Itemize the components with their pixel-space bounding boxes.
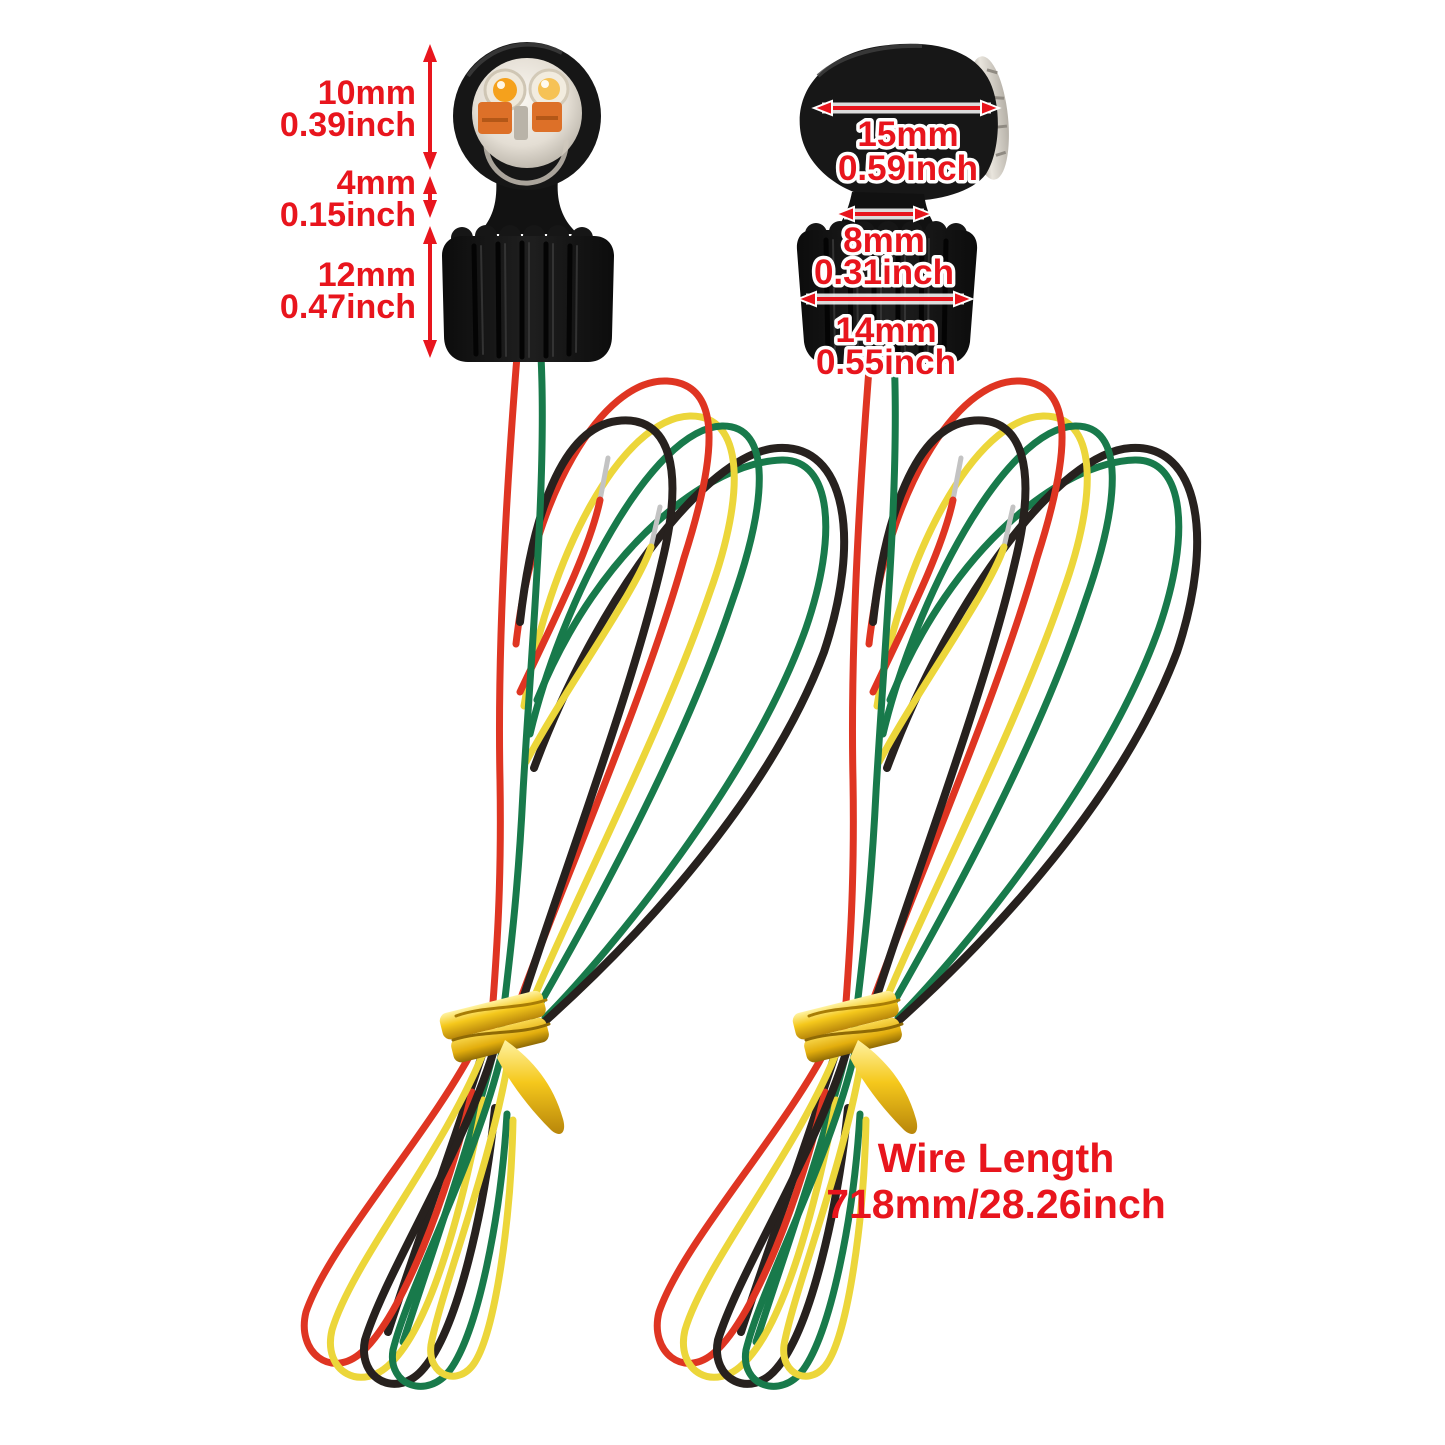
dim-left-2-inch: 0.15inch — [280, 196, 416, 234]
right-dimension-labels: 15mm 0.59inch 8mm 0.31inch 14mm 0.55inch — [810, 112, 981, 386]
left-finned-base — [442, 225, 614, 362]
dim-right-1-inch: 0.59inch — [838, 149, 978, 188]
dim-left-2-mm: 4mm — [337, 164, 416, 202]
right-dimension-arrows — [795, 99, 1002, 308]
left-dimension-labels: 10mm 0.39inch 4mm 0.15inch 12mm 0.47inch — [280, 74, 416, 326]
dim-right-3-mm: 14mm — [835, 311, 936, 350]
left-lens-internals — [478, 102, 569, 186]
left-turn-signal — [442, 42, 614, 362]
left-neck — [478, 176, 578, 234]
left-dimension-arrows — [423, 44, 437, 358]
dim-right-3-inch: 0.55inch — [816, 343, 956, 382]
right-head — [799, 43, 998, 202]
dim-right-1-mm: 15mm — [857, 115, 958, 154]
dim-right-2-inch: 0.31inch — [814, 253, 954, 292]
dim-right-2-mm: 8mm — [843, 221, 925, 260]
wire-length-title: Wire Length — [878, 1135, 1115, 1181]
wire-length-note: Wire Length 718mm/28.26inch — [826, 1135, 1166, 1227]
dim-left-1-inch: 0.39inch — [280, 106, 416, 144]
dim-left-1-mm: 10mm — [318, 74, 416, 112]
dim-left-3-inch: 0.47inch — [280, 288, 416, 326]
dim-left-3-mm: 12mm — [318, 256, 416, 294]
wire-length-value: 718mm/28.26inch — [826, 1181, 1166, 1227]
